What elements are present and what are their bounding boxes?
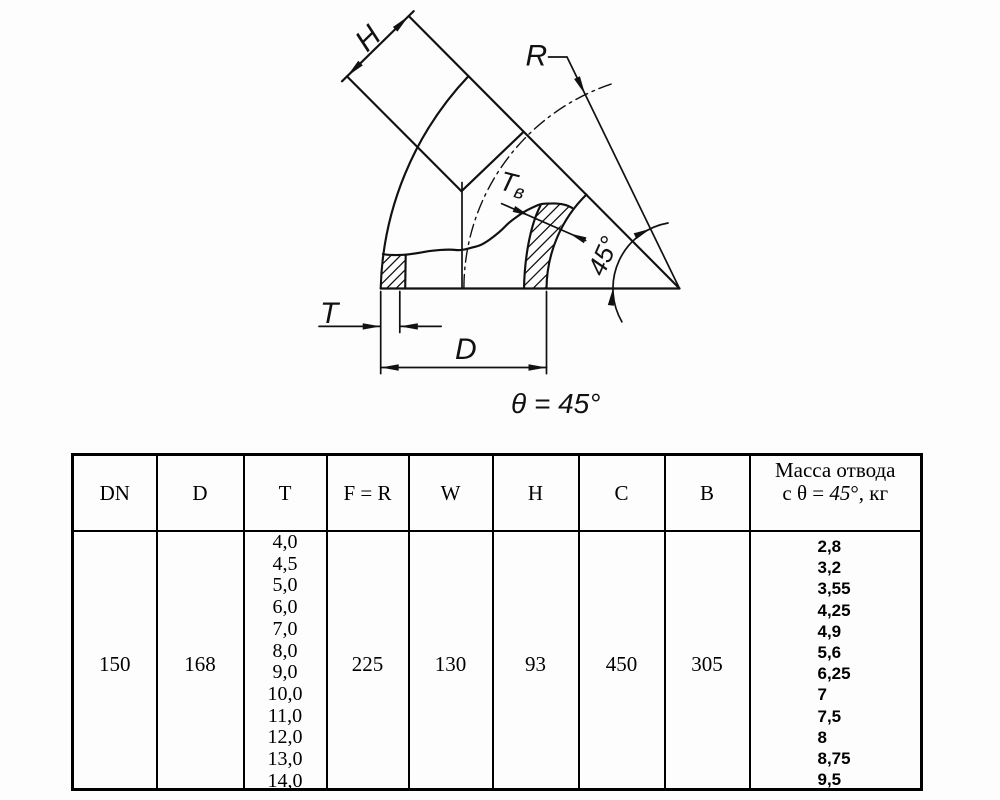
svg-text:H: H — [349, 19, 388, 58]
svg-text:θ = 45°: θ = 45° — [511, 388, 600, 419]
svg-text:R: R — [526, 40, 548, 73]
svg-text:45°: 45° — [581, 232, 624, 280]
svg-text:T: T — [320, 297, 341, 330]
svg-text:D: D — [455, 333, 477, 366]
svg-text:Tв: Tв — [496, 166, 530, 204]
